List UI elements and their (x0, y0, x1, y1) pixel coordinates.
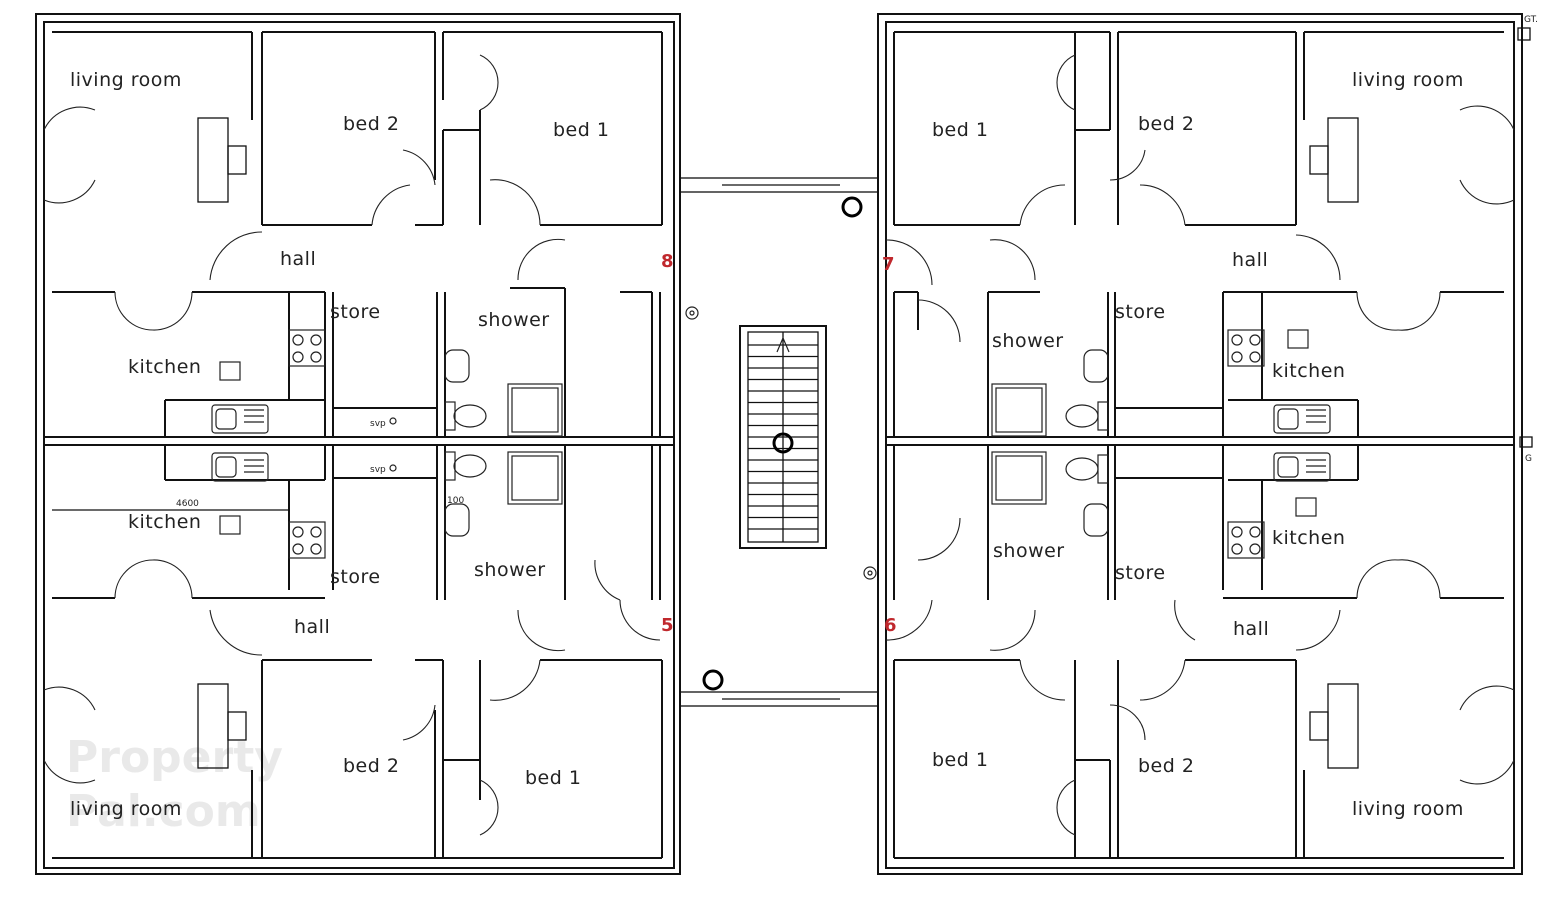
dimension-label-small: 100 (447, 496, 464, 506)
room-label-bed2-tl: bed 2 (343, 113, 399, 135)
shower-tray-icon (507, 383, 1047, 505)
room-label-living-bl: living room (70, 798, 182, 820)
room-label-hall-tr: hall (1232, 249, 1268, 271)
room-label-bed1-tl: bed 1 (553, 119, 609, 141)
room-label-store-bl: store (330, 566, 381, 588)
unit-number-8: 8 (661, 251, 674, 272)
edge-label-g: G (1525, 454, 1532, 464)
hob-icon (1227, 329, 1265, 367)
watermark-logo: Property Pal.com (66, 732, 283, 837)
room-label-bed1-tr: bed 1 (932, 119, 988, 141)
room-label-bed1-br: bed 1 (932, 749, 988, 771)
stair-arrow-icon (776, 336, 790, 420)
basin-icon (444, 349, 1109, 537)
access-ring-icon (702, 196, 863, 691)
room-label-hall-tl: hall (280, 248, 316, 270)
room-label-kitchen-tl: kitchen (128, 356, 201, 378)
dimension-label: 4600 (176, 499, 199, 509)
hob-icon (288, 521, 326, 559)
room-label-living-tl: living room (70, 69, 182, 91)
soil-vent-icon (389, 306, 877, 580)
edge-label-gt: GT. (1524, 15, 1538, 25)
sink-icon (211, 404, 1331, 482)
room-label-shower-br: shower (993, 540, 1065, 562)
room-label-shower-tr: shower (992, 330, 1064, 352)
door-swings (43, 54, 1515, 836)
svg-text:Property: Property (66, 732, 283, 783)
svg-text:Pal.com: Pal.com (66, 786, 261, 837)
room-label-kitchen-bl: kitchen (128, 511, 201, 533)
unit-number-6: 6 (884, 615, 897, 636)
room-label-hall-bl: hall (294, 616, 330, 638)
link-bridges (679, 177, 879, 707)
room-label-store-tr: store (1115, 301, 1166, 323)
room-label-shower-tl: shower (478, 309, 550, 331)
room-label-store-tl: store (330, 301, 381, 323)
svp-label-bl: svp (370, 465, 386, 475)
room-label-hall-br: hall (1233, 618, 1269, 640)
unit-number-5: 5 (661, 615, 674, 636)
room-label-bed1-bl: bed 1 (525, 767, 581, 789)
room-label-shower-bl: shower (474, 559, 546, 581)
room-label-bed2-bl: bed 2 (343, 755, 399, 777)
cooker-icon (219, 329, 1317, 535)
room-label-living-tr: living room (1352, 69, 1464, 91)
room-label-living-br: living room (1352, 798, 1464, 820)
hob-icon (288, 329, 326, 367)
room-label-bed2-tr: bed 2 (1138, 113, 1194, 135)
svp-label-tl: svp (370, 419, 386, 429)
room-label-store-br: store (1115, 562, 1166, 584)
hob-icon (1227, 521, 1265, 559)
toilet-icon (444, 401, 1109, 484)
room-label-bed2-br: bed 2 (1138, 755, 1194, 777)
room-label-kitchen-tr: kitchen (1272, 360, 1345, 382)
right-block-walls (877, 13, 1523, 875)
room-label-kitchen-br: kitchen (1272, 527, 1345, 549)
unit-number-7: 7 (882, 254, 895, 275)
